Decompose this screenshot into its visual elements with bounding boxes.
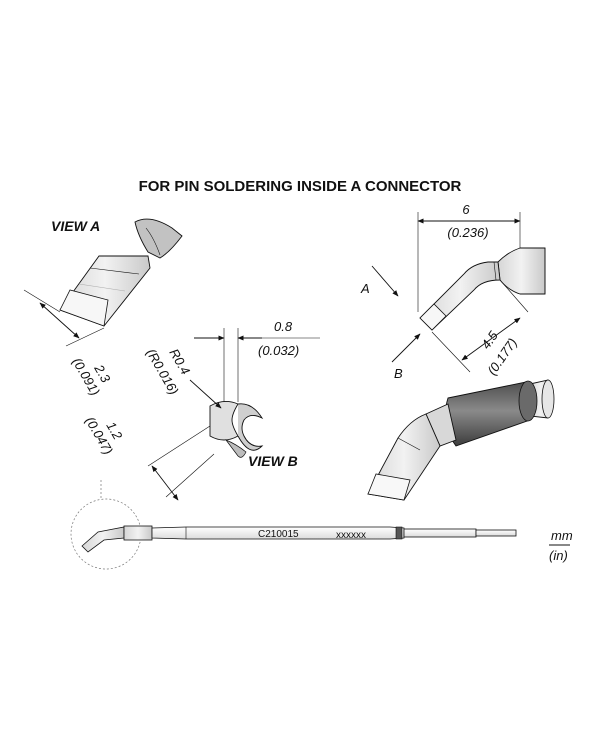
unit-in: (in) xyxy=(549,548,568,563)
dimension-6: 6 (0.236) xyxy=(417,202,521,312)
dim-6-label: 6 xyxy=(462,202,470,217)
batch-code: xxxxxx xyxy=(336,530,366,541)
view-b-label: VIEW B xyxy=(248,453,298,469)
units-legend: mm (in) xyxy=(549,528,573,563)
arrow-b-label: B xyxy=(394,366,403,381)
drawing-title: FOR PIN SOLDERING INSIDE A CONNECTOR xyxy=(139,178,462,195)
view-a-tip xyxy=(59,218,183,327)
arrow-a-label: A xyxy=(360,281,370,296)
cartridge-full-view: C210015 xxxxxx xyxy=(70,478,517,570)
dim-0-8-inch: (0.032) xyxy=(258,343,299,358)
dim-6-inch: (0.236) xyxy=(447,225,488,240)
perspective-tip xyxy=(367,379,555,501)
part-number: C210015 xyxy=(258,529,299,540)
view-arrow-b: B xyxy=(391,333,421,381)
dim-0-8-label: 0.8 xyxy=(274,319,293,334)
view-a-label: VIEW A xyxy=(51,218,100,234)
unit-mm: mm xyxy=(551,528,573,543)
view-b-profile xyxy=(209,401,264,458)
dimension-r0-4: R0.4 (R0.016) xyxy=(143,346,222,409)
view-arrow-a: A xyxy=(360,265,399,297)
side-view-tip xyxy=(419,247,546,331)
dimension-0-8: 0.8 (0.032) xyxy=(194,319,320,402)
dimension-1-2: 1.2 (0.047) xyxy=(82,414,215,501)
